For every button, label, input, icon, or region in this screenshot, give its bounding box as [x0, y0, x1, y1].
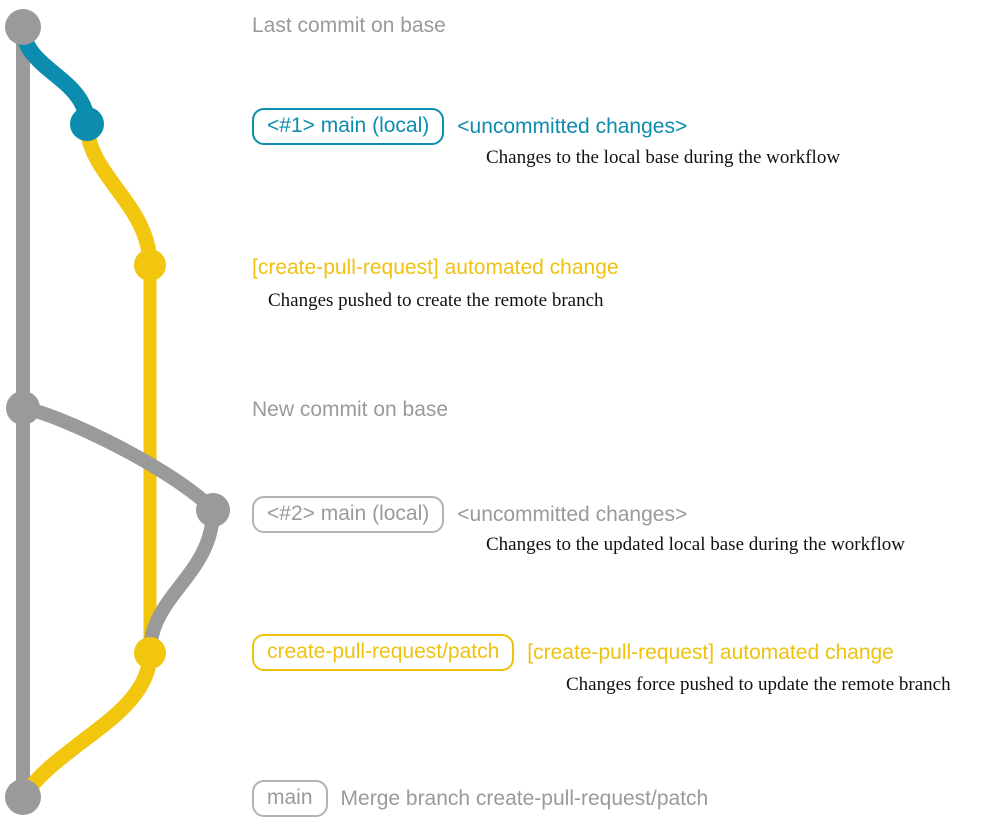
- commit-node-base-last[interactable]: [5, 9, 41, 45]
- commit-node-base-merge[interactable]: [5, 779, 41, 815]
- entry-merge-into-main: main Merge branch create-pull-request/pa…: [252, 780, 708, 817]
- badge-main-local-1[interactable]: <#1> main (local): [252, 108, 445, 145]
- entry-local-1: <#1> main (local) <uncommitted changes>: [252, 108, 687, 145]
- headline-last-commit-on-base: Last commit on base: [252, 14, 446, 37]
- commit-node-patch-create[interactable]: [134, 249, 166, 281]
- description-create-pull-request-2: Changes force pushed to update the remot…: [566, 674, 951, 695]
- badge-create-pull-request-patch[interactable]: create-pull-request/patch: [252, 634, 515, 671]
- caption-uncommitted-changes-1: <uncommitted changes>: [457, 114, 688, 138]
- commit-node-local-1[interactable]: [70, 107, 104, 141]
- caption-uncommitted-changes-2: <uncommitted changes>: [457, 502, 688, 526]
- description-local-1: Changes to the local base during the wor…: [486, 147, 841, 168]
- yellow-edge-merge: [15, 645, 158, 805]
- headline-create-pull-request-1: [create-pull-request] automated change: [252, 256, 619, 279]
- headline-new-commit-on-base: New commit on base: [252, 398, 449, 421]
- commit-node-base-new[interactable]: [6, 391, 40, 425]
- caption-merge-branch: Merge branch create-pull-request/patch: [340, 786, 709, 810]
- commit-node-patch-update[interactable]: [134, 637, 166, 669]
- yellow-edge-create: [79, 116, 158, 273]
- caption-create-pull-request-automated-change: [create-pull-request] automated change: [527, 640, 894, 664]
- badge-main-local-2[interactable]: <#2> main (local): [252, 496, 445, 533]
- description-local-2: Changes to the updated local base during…: [486, 534, 905, 555]
- git-commit-graph: [5, 9, 230, 815]
- entry-create-pull-request-2: create-pull-request/patch [create-pull-r…: [252, 634, 894, 671]
- gray-edge-local-2-to-patch: [143, 503, 220, 660]
- commit-node-local-2[interactable]: [196, 493, 230, 527]
- badge-main[interactable]: main: [252, 780, 328, 817]
- description-create-pull-request-1: Changes pushed to create the remote bran…: [268, 290, 604, 311]
- gray-edge-to-local-2: [16, 401, 220, 517]
- entry-local-2: <#2> main (local) <uncommitted changes>: [252, 496, 687, 533]
